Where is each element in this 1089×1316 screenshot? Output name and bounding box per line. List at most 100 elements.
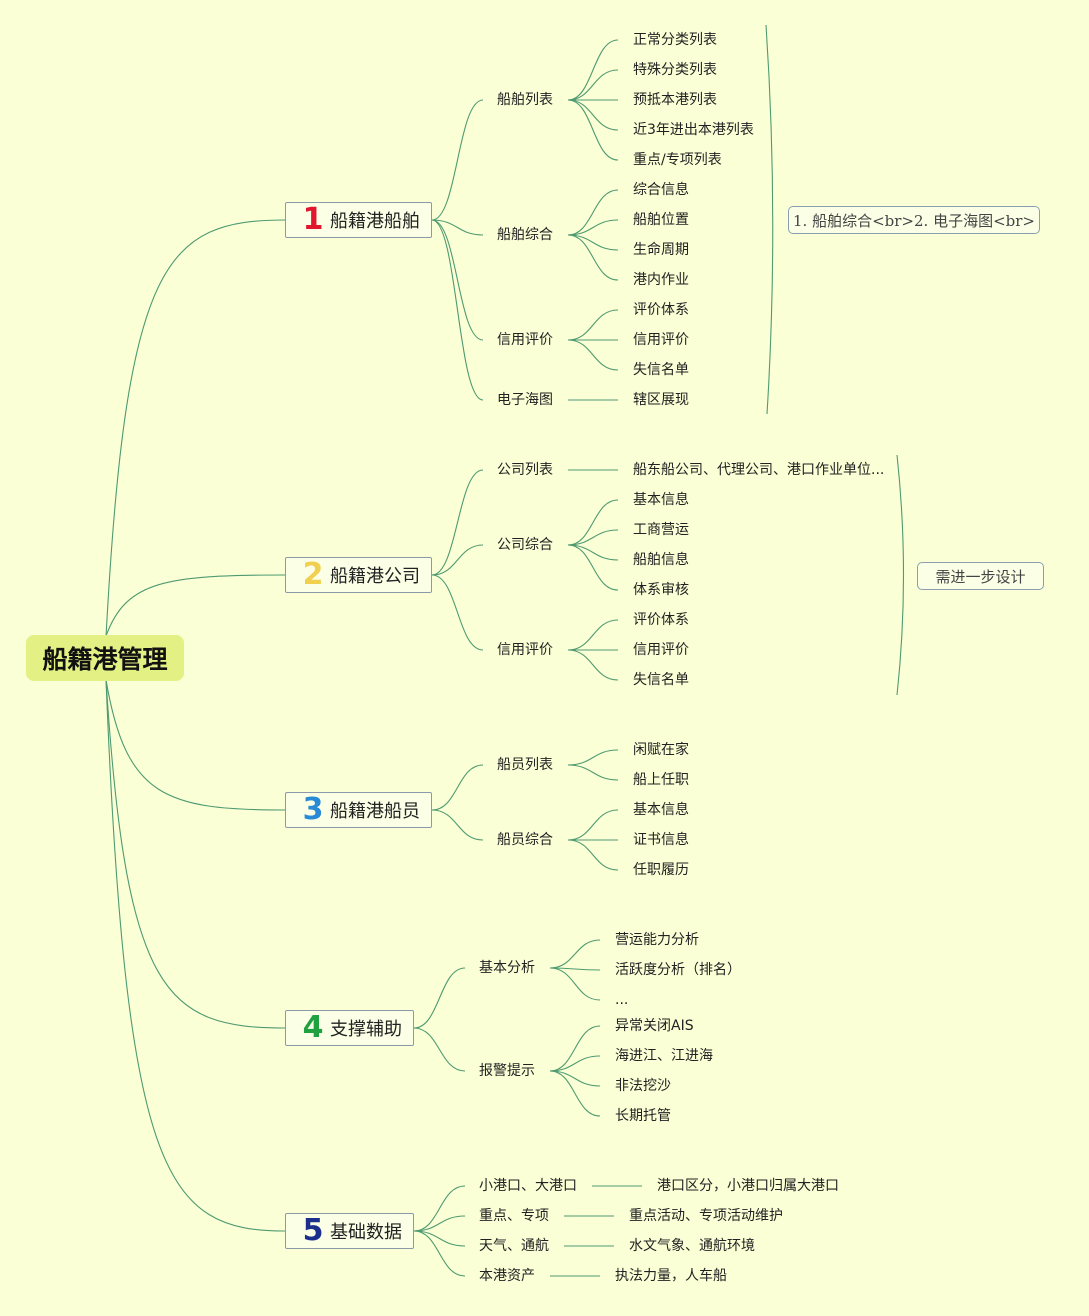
leaf-node[interactable]: 评价体系	[633, 612, 689, 628]
branch-link	[431, 764, 484, 811]
branch-number: 4	[302, 1010, 324, 1045]
branch-node-3[interactable]: 3 船籍港船员	[285, 792, 432, 828]
leaf-node[interactable]: 执法力量，人车船	[615, 1268, 727, 1284]
branch-link	[431, 219, 484, 401]
leaf-node[interactable]: 基本信息	[633, 802, 689, 818]
root-link-1	[105, 219, 286, 638]
leaf-node[interactable]: 异常关闭AIS	[615, 1018, 694, 1034]
child-node[interactable]: 船员综合	[497, 832, 553, 848]
branch-number: 3	[302, 792, 324, 827]
leaf-node[interactable]: 活跃度分析（排名）	[615, 962, 741, 978]
leaf-link	[567, 234, 619, 281]
child-node[interactable]: 重点、专项	[479, 1208, 549, 1224]
leaf-node[interactable]: 预抵本港列表	[633, 92, 717, 108]
branch-link	[413, 1230, 466, 1247]
summary-brace	[765, 24, 774, 415]
leaf-link	[549, 1070, 601, 1117]
leaf-link	[567, 749, 619, 766]
branch-link	[431, 219, 484, 236]
leaf-node[interactable]: 船上任职	[633, 772, 689, 788]
leaf-node[interactable]: 海进江、江进海	[615, 1048, 713, 1064]
child-node[interactable]: 公司列表	[497, 462, 553, 478]
leaf-node[interactable]: 营运能力分析	[615, 932, 699, 948]
leaf-link	[567, 764, 619, 781]
leaf-link	[549, 967, 601, 1001]
root-link-4	[105, 679, 286, 1029]
leaf-link	[567, 309, 619, 341]
leaf-node[interactable]: 长期托管	[615, 1108, 671, 1124]
summary-box[interactable]: 需进一步设计	[917, 562, 1044, 590]
branch-link	[431, 809, 484, 841]
leaf-node[interactable]: 船舶位置	[633, 212, 689, 228]
leaf-node[interactable]: 重点活动、专项活动维护	[629, 1208, 783, 1224]
leaf-node[interactable]: 失信名单	[633, 672, 689, 688]
leaf-node[interactable]: 体系审核	[633, 582, 689, 598]
leaf-node[interactable]: 重点/专项列表	[633, 152, 722, 168]
leaf-node[interactable]: 特殊分类列表	[633, 62, 717, 78]
leaf-link	[567, 69, 619, 101]
branch-link	[413, 1185, 466, 1232]
leaf-node[interactable]: 港内作业	[633, 272, 689, 288]
leaf-node[interactable]: 正常分类列表	[633, 32, 717, 48]
leaf-node[interactable]: 水文气象、通航环境	[629, 1238, 755, 1254]
leaf-link	[567, 499, 619, 546]
child-node[interactable]: 基本分析	[479, 960, 535, 976]
child-node[interactable]: 船舶综合	[497, 227, 553, 243]
summary-box[interactable]: 1. 船舶综合<br>2. 电子海图<br>	[788, 206, 1040, 234]
child-node[interactable]: 公司综合	[497, 537, 553, 553]
child-node[interactable]: 天气、通航	[479, 1238, 549, 1254]
branch-label: 船籍港船员	[330, 801, 420, 822]
root-node[interactable]: 船籍港管理	[26, 635, 184, 681]
leaf-link	[567, 544, 619, 591]
leaf-node[interactable]: 失信名单	[633, 362, 689, 378]
summary-brace	[896, 454, 905, 696]
leaf-node[interactable]: 闲赋在家	[633, 742, 689, 758]
branch-link	[431, 544, 484, 576]
leaf-node[interactable]: 船舶信息	[633, 552, 689, 568]
child-node[interactable]: 信用评价	[497, 642, 553, 658]
leaf-node[interactable]: 证书信息	[633, 832, 689, 848]
leaf-node[interactable]: 信用评价	[633, 332, 689, 348]
leaf-node[interactable]: 评价体系	[633, 302, 689, 318]
leaf-node[interactable]: 非法挖沙	[615, 1078, 671, 1094]
leaf-node[interactable]: 船东船公司、代理公司、港口作业单位...	[633, 462, 885, 478]
leaf-node[interactable]: 近3年进出本港列表	[633, 122, 754, 138]
leaf-node[interactable]: ...	[615, 992, 629, 1008]
child-node[interactable]: 船舶列表	[497, 92, 553, 108]
branch-label: 支撑辅助	[330, 1019, 402, 1040]
child-node[interactable]: 信用评价	[497, 332, 553, 348]
leaf-node[interactable]: 辖区展现	[633, 392, 689, 408]
leaf-node[interactable]: 基本信息	[633, 492, 689, 508]
leaf-link	[567, 339, 619, 371]
leaf-node[interactable]: 港口区分，小港口归属大港口	[657, 1178, 839, 1194]
branch-label: 船籍港船舶	[330, 211, 420, 232]
child-node[interactable]: 小港口、大港口	[479, 1178, 577, 1194]
child-node[interactable]: 本港资产	[479, 1268, 535, 1284]
child-node[interactable]: 报警提示	[479, 1063, 535, 1079]
child-node[interactable]: 电子海图	[497, 392, 553, 408]
leaf-node[interactable]: 工商营运	[633, 522, 689, 538]
branch-link	[431, 574, 484, 651]
leaf-node[interactable]: 综合信息	[633, 182, 689, 198]
leaf-link	[549, 1025, 601, 1072]
leaf-link	[549, 1055, 601, 1072]
branch-link	[431, 469, 484, 576]
leaf-node[interactable]: 信用评价	[633, 642, 689, 658]
leaf-link	[549, 939, 601, 969]
leaf-node[interactable]: 生命周期	[633, 242, 689, 258]
child-node[interactable]: 船员列表	[497, 757, 553, 773]
leaf-link	[567, 809, 619, 841]
branch-link	[413, 1215, 466, 1232]
root-link-3	[105, 679, 286, 811]
branch-number: 2	[302, 557, 324, 592]
leaf-link	[567, 99, 619, 161]
branch-link	[413, 1230, 466, 1277]
leaf-link	[567, 189, 619, 236]
branch-link	[413, 967, 466, 1029]
branch-node-4[interactable]: 4 支撑辅助	[285, 1010, 414, 1046]
leaf-node[interactable]: 任职履历	[633, 862, 689, 878]
